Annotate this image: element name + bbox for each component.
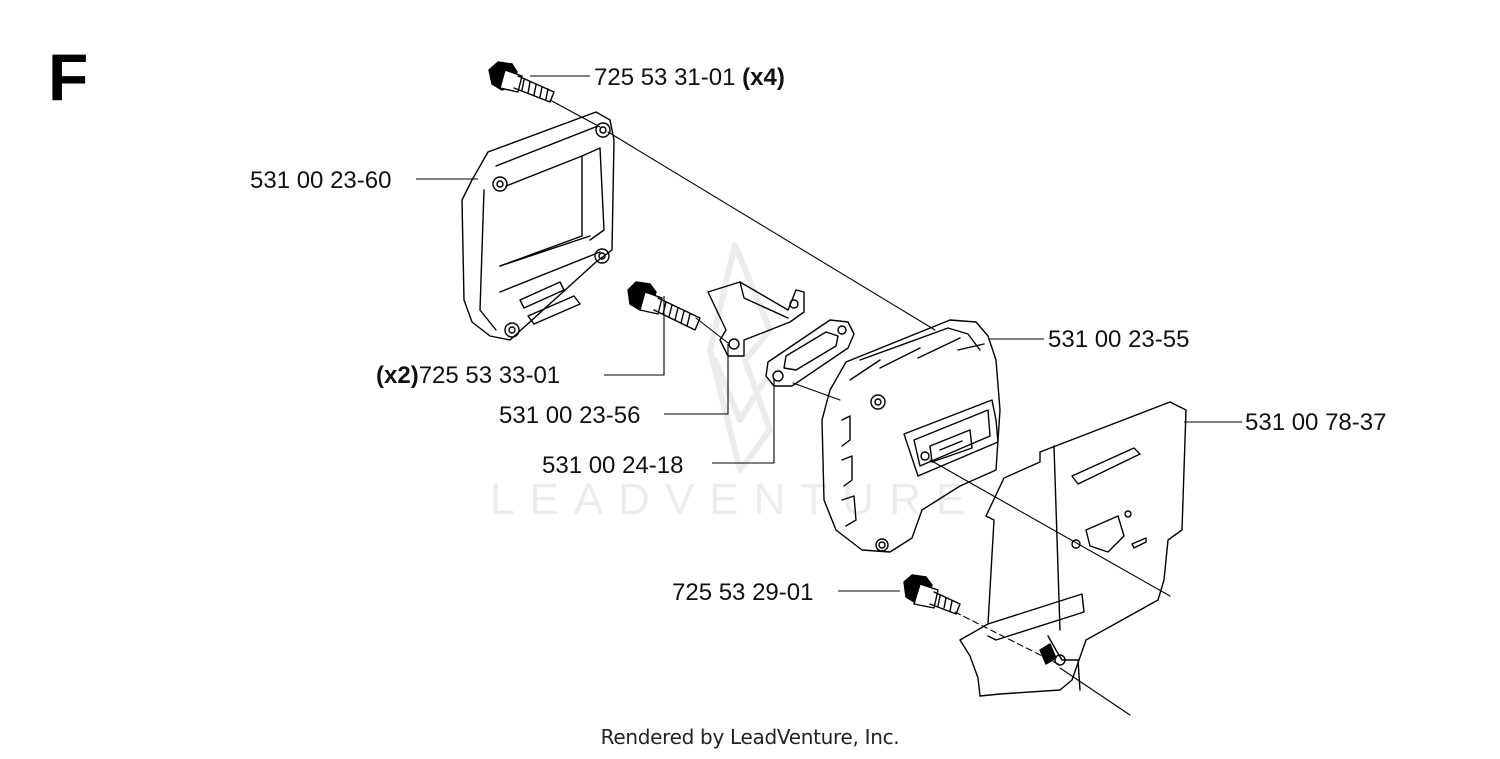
leader-gasket <box>712 378 775 464</box>
muffler-body-drawing <box>821 319 1001 553</box>
watermark-text: LEADVENTURE <box>490 475 981 524</box>
callout-screw-mid[interactable]: (x2)725 53 33-01 <box>376 364 560 388</box>
bracket-drawing <box>707 281 805 357</box>
gasket-drawing <box>765 319 855 387</box>
callout-heat-shield[interactable]: 531 00 78-37 <box>1245 411 1386 435</box>
footer-credit: Rendered by LeadVenture, Inc. <box>600 725 900 749</box>
section-letter: F <box>48 40 89 114</box>
part-number: 725 53 33-01 <box>418 362 561 389</box>
part-qty: (x2) <box>376 362 419 389</box>
screw-mid-drawing <box>627 281 701 331</box>
callout-muffler-body[interactable]: 531 00 23-55 <box>1048 328 1189 352</box>
callout-muffler-cover[interactable]: 531 00 23-60 <box>250 169 391 193</box>
callout-screw-top[interactable]: 725 53 31-01 (x4) <box>594 66 785 90</box>
part-qty: (x4) <box>742 64 785 91</box>
part-number: 531 00 23-60 <box>250 167 392 194</box>
part-number: 531 00 78-37 <box>1245 409 1387 436</box>
part-number: 725 53 29-01 <box>672 579 814 606</box>
leader-screw-mid <box>604 296 665 376</box>
heat-shield-drawing <box>959 401 1187 697</box>
part-number: 725 53 31-01 <box>594 64 736 91</box>
muffler-cover-drawing <box>461 111 615 341</box>
callout-gasket[interactable]: 531 00 24-18 <box>542 454 683 478</box>
leader-bracket <box>664 344 729 415</box>
screw-top-drawing <box>488 61 555 103</box>
screw-bottom-drawing <box>903 574 961 615</box>
callout-leaders <box>416 75 1242 592</box>
assembly-lines <box>549 99 1171 716</box>
callout-screw-bottom[interactable]: 725 53 29-01 <box>672 581 813 605</box>
part-number: 531 00 23-56 <box>499 402 641 429</box>
part-number: 531 00 24-18 <box>542 452 684 479</box>
watermark-logo <box>707 242 773 473</box>
part-number: 531 00 23-55 <box>1048 326 1190 353</box>
callout-bracket[interactable]: 531 00 23-56 <box>499 404 640 428</box>
